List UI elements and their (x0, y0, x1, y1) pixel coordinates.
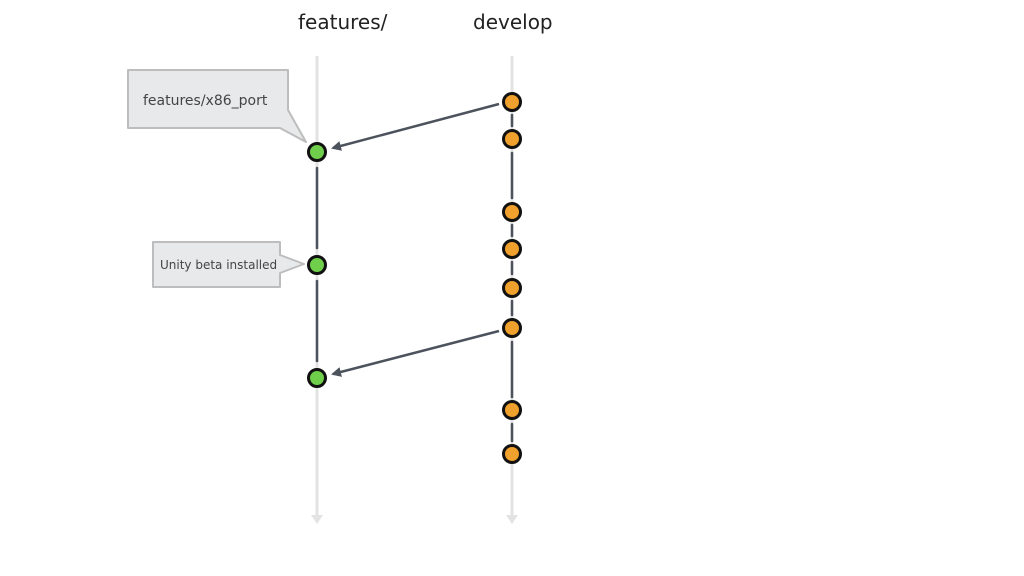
commit-node[interactable] (502, 202, 522, 222)
callout-bubble (152, 241, 305, 288)
callout-text: features/x86_port (143, 93, 268, 109)
commit-node[interactable] (307, 142, 327, 162)
commit-node[interactable] (502, 239, 522, 259)
develop-branch-title: develop (473, 10, 553, 34)
merge-arrow (331, 102, 500, 151)
commit-node[interactable] (502, 318, 522, 338)
merge-arrow (331, 329, 500, 377)
commit-node[interactable] (502, 444, 522, 464)
merge-arrows (331, 102, 500, 377)
develop-lane-arrow-icon (506, 515, 518, 524)
features-commits (307, 142, 327, 388)
develop-commits (502, 92, 522, 464)
features-lane-arrow-icon (311, 515, 323, 524)
callout-x86-port: features/x86_port (127, 69, 307, 143)
commit-node[interactable] (502, 129, 522, 149)
commit-node[interactable] (502, 92, 522, 112)
commit-node[interactable] (307, 255, 327, 275)
callout-unity-beta: Unity beta installed (152, 241, 305, 288)
callout-text: Unity beta installed (160, 258, 277, 272)
callout-bubble (127, 69, 307, 143)
commit-node[interactable] (502, 400, 522, 420)
commit-node[interactable] (502, 278, 522, 298)
commit-node[interactable] (307, 368, 327, 388)
features-branch-title: features/ (298, 10, 388, 34)
